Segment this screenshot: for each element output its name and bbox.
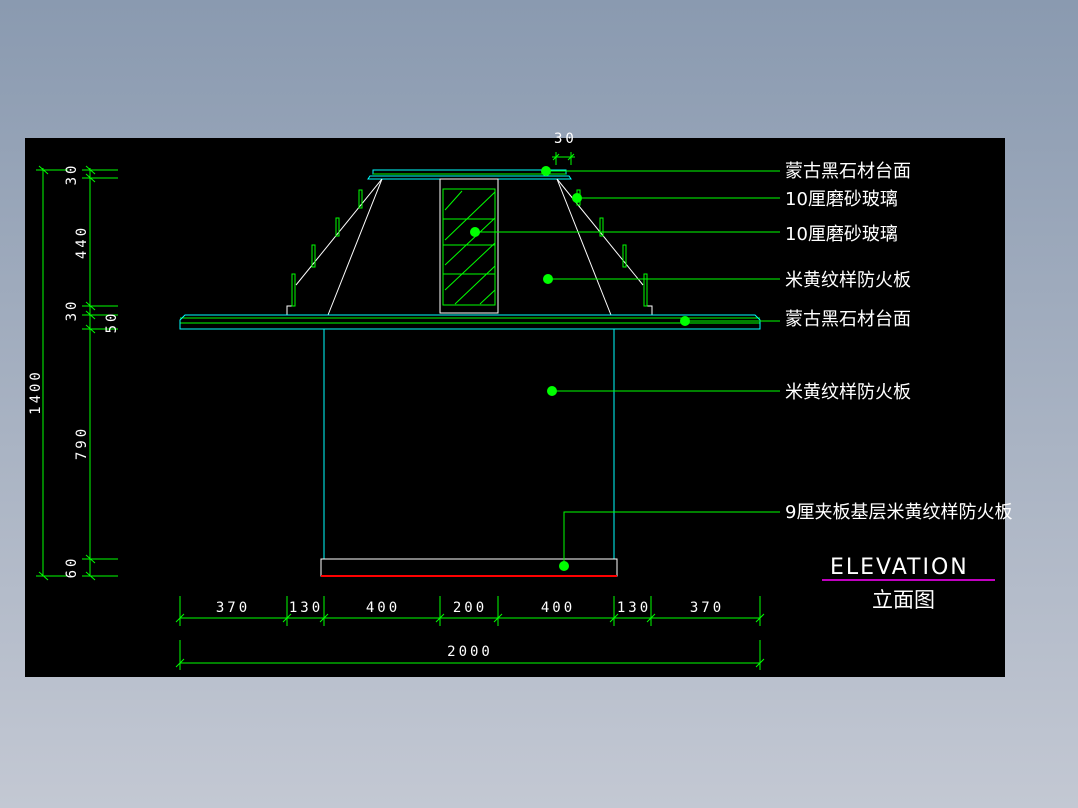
top-dimension: 30 (552, 131, 577, 165)
label-fireproof-board-1: 米黄纹样防火板 (785, 270, 911, 291)
dim-1400: 1400 (28, 369, 44, 415)
dim-440: 440 (74, 225, 90, 259)
dim-60: 60 (64, 556, 80, 579)
counter-slab (179, 314, 761, 577)
leaders (470, 166, 780, 571)
label-plywood-base: 9厘夹板基层米黄纹样防火板 (785, 502, 1012, 523)
label-frosted-glass-1: 10厘磨砂玻璃 (785, 189, 898, 210)
dim-2000: 2000 (447, 644, 493, 660)
title-block: ELEVATION 立面图 (822, 555, 995, 612)
dim-400-right: 400 (541, 600, 575, 616)
label-counter-stone: 蒙古黑石材台面 (785, 309, 911, 330)
label-frosted-glass-2: 10厘磨砂玻璃 (785, 224, 898, 245)
dim-30-mid: 30 (64, 299, 80, 322)
dim-30-top: 30 (64, 163, 80, 186)
dim-400-left: 400 (366, 600, 400, 616)
dim-370-left: 370 (216, 600, 250, 616)
title-chinese: 立面图 (872, 588, 935, 612)
leader-labels: 蒙古黑石材台面 10厘磨砂玻璃 10厘磨砂玻璃 米黄纹样防火板 蒙古黑石材台面 … (785, 161, 1012, 523)
dim-50: 50 (104, 311, 120, 334)
dim-130-left: 130 (289, 600, 323, 616)
dim-130-right: 130 (617, 600, 651, 616)
left-dimensions: 1400 30 440 30 50 790 60 (28, 163, 120, 581)
dim-790: 790 (74, 426, 90, 460)
drawing-canvas (25, 138, 1005, 677)
dim-370-right: 370 (690, 600, 724, 616)
dim-top-30: 30 (554, 131, 577, 147)
label-top-stone: 蒙古黑石材台面 (785, 161, 911, 182)
bottom-dimensions: 370 130 400 200 400 130 370 2000 (175, 596, 765, 670)
label-fireproof-board-2: 米黄纹样防火板 (785, 382, 911, 403)
dim-200: 200 (453, 600, 487, 616)
title-elevation: ELEVATION (830, 555, 969, 580)
